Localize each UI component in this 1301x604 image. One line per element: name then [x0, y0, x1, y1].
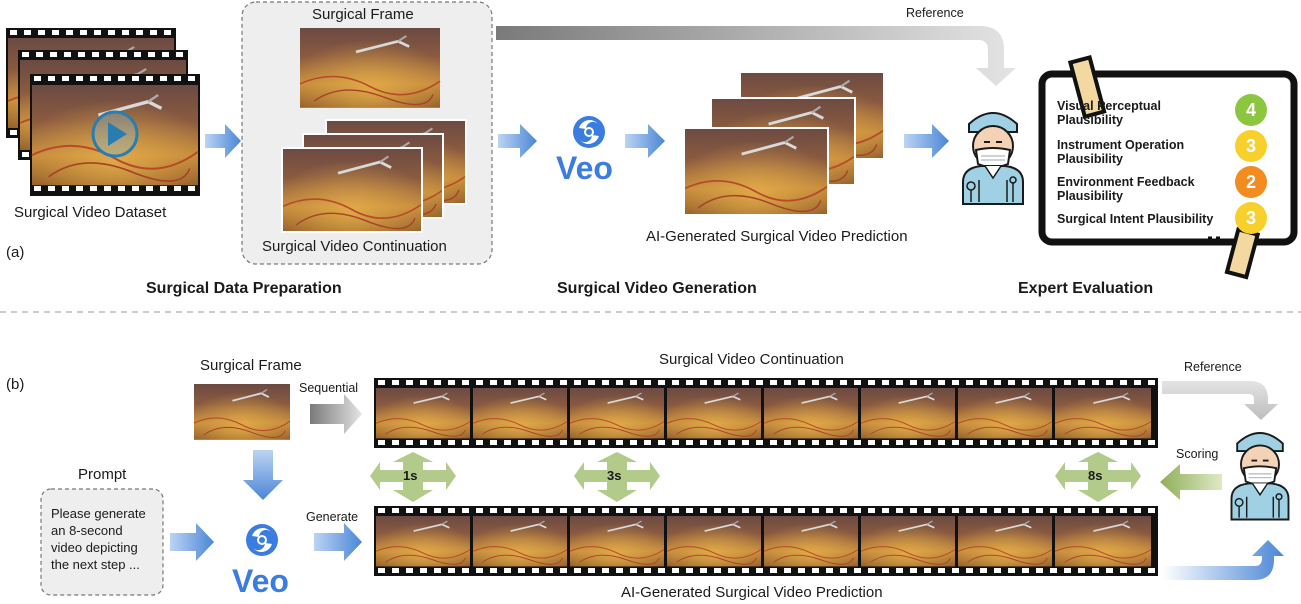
prediction-filmstrip [374, 506, 1158, 576]
surgical-frame-label: Surgical Frame [312, 6, 414, 23]
continuation-filmstrip [374, 378, 1158, 448]
prediction-label: AI-Generated Surgical Video Prediction [646, 228, 908, 245]
surgeon-expert-icon-b [1230, 432, 1290, 521]
score-value-1: 4 [1245, 100, 1256, 120]
score-value-3: 2 [1245, 172, 1256, 192]
time-marker-3s: 3s [607, 468, 622, 483]
veo-wordmark: Veo [556, 150, 613, 186]
scoring-label: Scoring [1176, 447, 1219, 461]
veo-logo-icon [573, 116, 605, 148]
surgeon-expert-icon [962, 112, 1024, 205]
sequential-arrow [310, 394, 362, 434]
dataset-film-stack [6, 28, 200, 196]
panel-b-tag: (b) [6, 376, 25, 393]
criterion-label-1: Visual Perceptual Plausibility [1057, 99, 1161, 127]
score-value-4: 3 [1245, 208, 1256, 228]
continuation-label: Surgical Video Continuation [262, 238, 447, 255]
time-marker-3-arrow [1055, 452, 1141, 502]
continuation-label-b: Surgical Video Continuation [659, 351, 844, 368]
stage-label-preparation: Surgical Data Preparation [146, 280, 342, 297]
stage-label-generation: Surgical Video Generation [557, 280, 757, 297]
veo-logo-icon-b [246, 524, 278, 556]
sequential-label: Sequential [299, 381, 359, 395]
flow-arrow-4 [904, 124, 949, 158]
reference-arrow-a [496, 26, 1016, 86]
flow-arrow-2 [498, 124, 537, 158]
flow-arrow-3 [625, 124, 665, 158]
score-circle-1 [1235, 94, 1267, 126]
generate-arrow [314, 523, 362, 561]
continuation-stack [280, 118, 468, 234]
time-marker-2-arrow [574, 452, 660, 502]
stage-label-evaluation: Expert Evaluation [1018, 280, 1154, 297]
prediction-label-b: AI-Generated Surgical Video Prediction [621, 584, 883, 601]
prompt-text: Please generate an 8-second video depict… [51, 506, 146, 572]
time-marker-1s: 1s [403, 468, 418, 483]
score-circle-3 [1235, 166, 1267, 198]
prompt-box [40, 488, 164, 596]
flow-arrow-1 [205, 124, 241, 158]
surgical-frame-label-b: Surgical Frame [200, 357, 302, 374]
dataset-label: Surgical Video Dataset [14, 204, 167, 221]
criterion-label-3: Environment Feedback Plausibility [1057, 175, 1195, 203]
reference-label-b: Reference [1184, 360, 1242, 374]
reference-label-a: Reference [906, 6, 964, 20]
prediction-stack [682, 70, 886, 217]
generate-label: Generate [306, 510, 359, 524]
criterion-label-4: Surgical Intent Plausibility [1057, 212, 1214, 226]
frame-to-veo-arrow [243, 450, 283, 500]
return-arrow [1162, 540, 1284, 580]
surgical-frame-thumb-b [193, 383, 291, 441]
scoring-arrow [1160, 464, 1222, 500]
time-marker-1-arrow [370, 452, 456, 502]
prompt-title: Prompt [78, 466, 127, 483]
surgical-frame-thumb [298, 26, 442, 110]
score-circle-2 [1235, 130, 1267, 162]
score-circle-4 [1235, 202, 1267, 234]
criterion-label-2: Instrument Operation Plausibility [1057, 138, 1185, 166]
score-value-2: 3 [1245, 136, 1256, 156]
reference-arrow-b [1162, 381, 1278, 420]
time-marker-8s: 8s [1088, 468, 1103, 483]
prompt-arrow [170, 523, 214, 561]
panel-a-tag: (a) [6, 244, 25, 261]
veo-wordmark-b: Veo [232, 563, 289, 599]
evaluation-board [1038, 54, 1298, 280]
